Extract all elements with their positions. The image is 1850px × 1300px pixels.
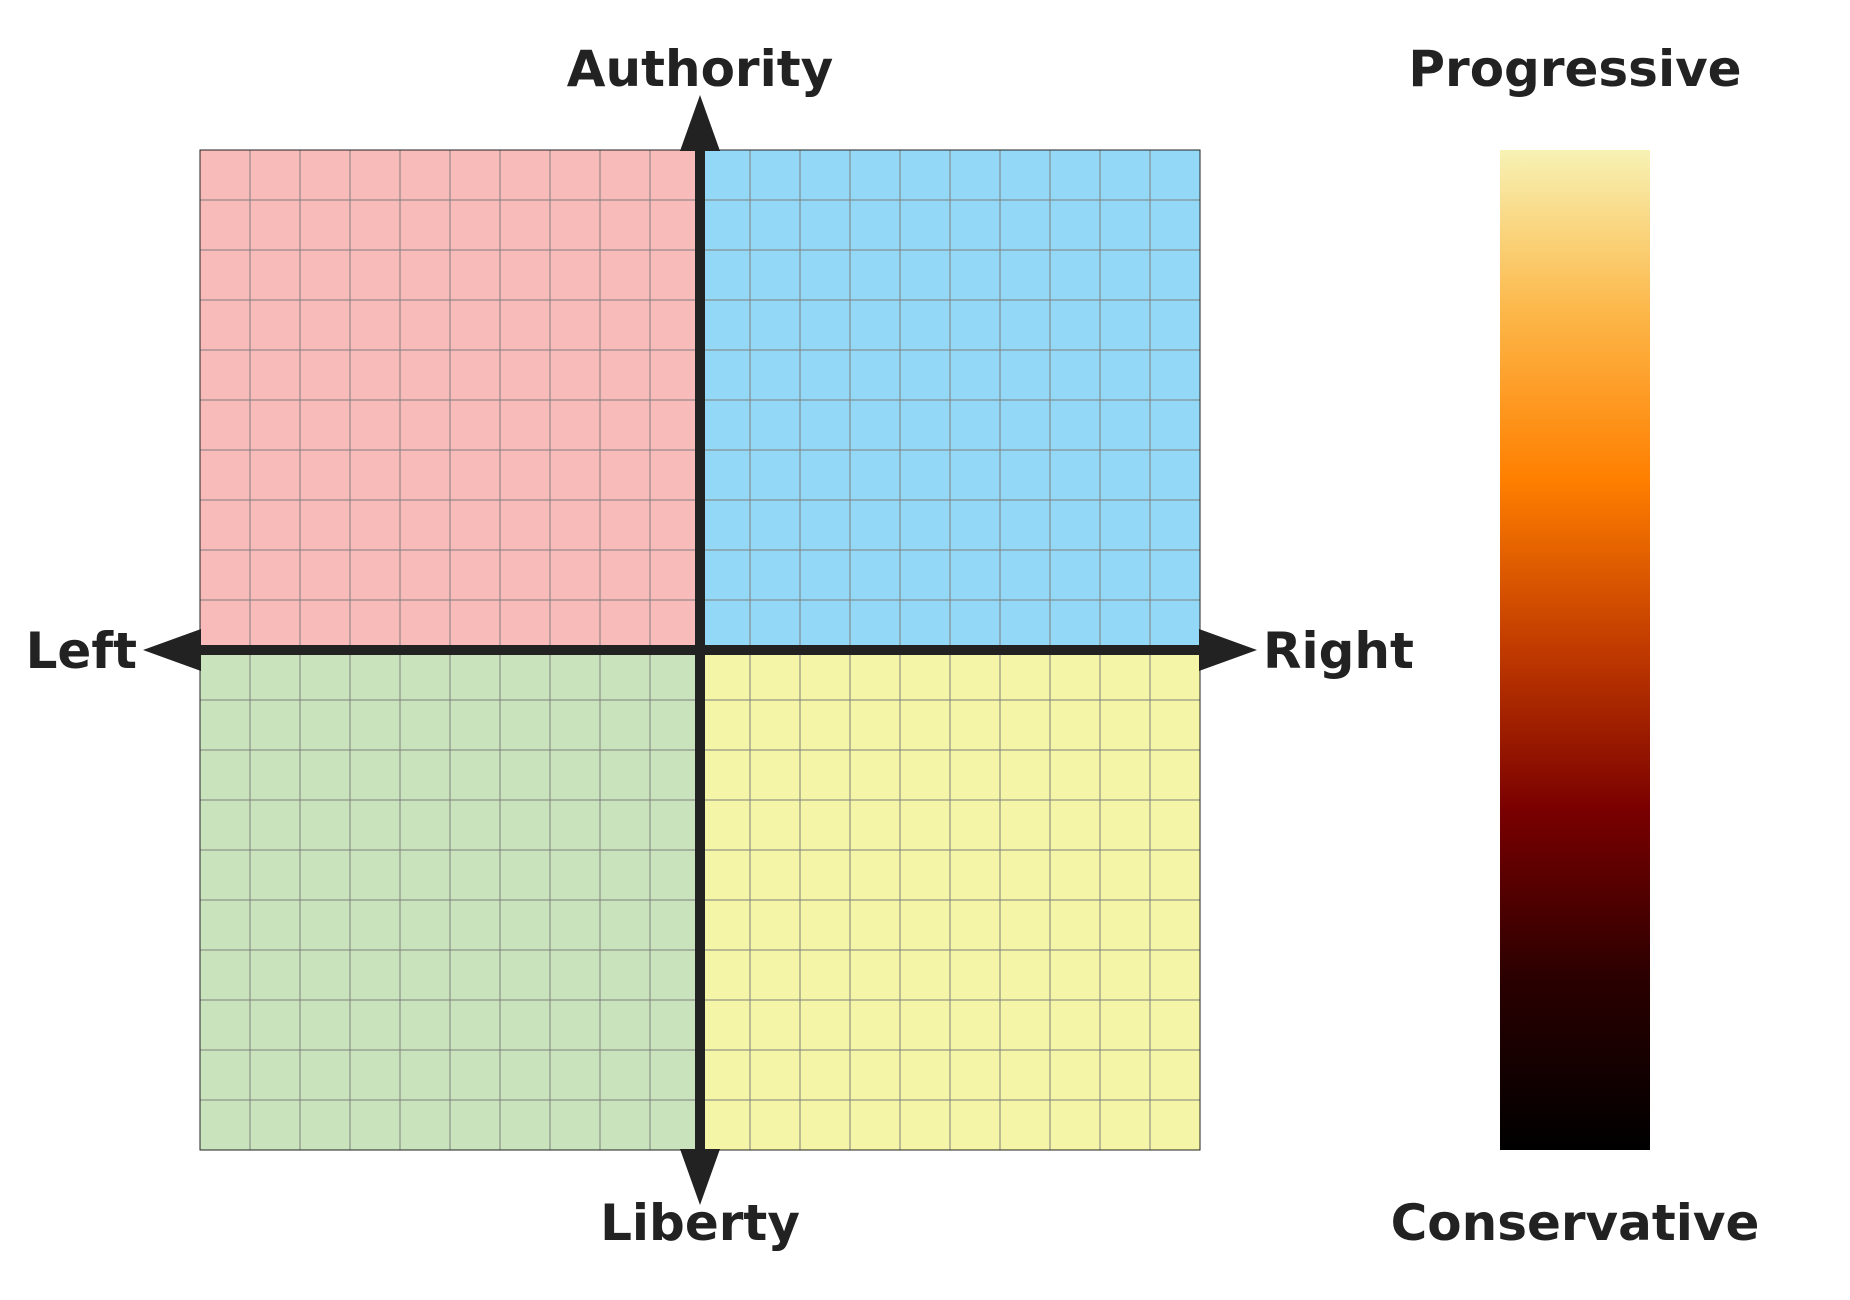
axis-label-right: Right bbox=[1263, 622, 1414, 680]
main-axes bbox=[143, 95, 1257, 1205]
arrow-left-icon bbox=[143, 629, 201, 671]
axis-label-left: Left bbox=[26, 622, 137, 680]
axis-label-liberty: Liberty bbox=[600, 1194, 800, 1252]
progressive-conservative-scale bbox=[1500, 150, 1650, 1150]
arrow-up-icon bbox=[680, 95, 720, 151]
scale-label-progressive: Progressive bbox=[1408, 40, 1741, 98]
scale-label-conservative: Conservative bbox=[1391, 1194, 1760, 1252]
arrow-down-icon bbox=[680, 1149, 720, 1205]
axis-label-authority: Authority bbox=[567, 40, 833, 98]
arrow-right-icon bbox=[1199, 629, 1257, 671]
